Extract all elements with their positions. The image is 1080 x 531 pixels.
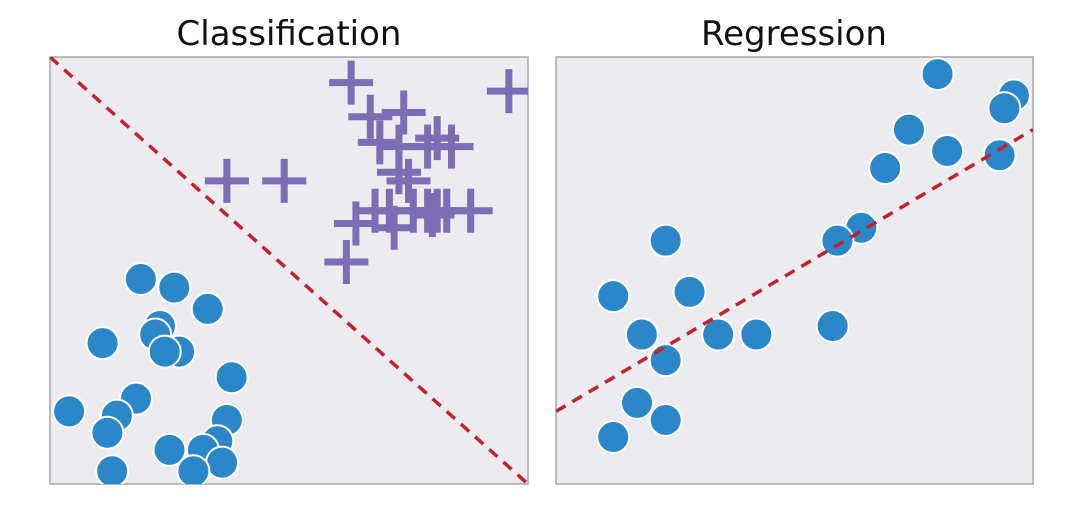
circle-point bbox=[815, 309, 850, 344]
plus-point bbox=[410, 192, 455, 237]
regression-title: Regression bbox=[701, 14, 887, 54]
circle-point bbox=[648, 223, 683, 258]
circle-point bbox=[891, 112, 926, 147]
decision-boundary-line bbox=[50, 57, 528, 484]
circle-point bbox=[739, 317, 774, 352]
circle-point bbox=[596, 279, 631, 314]
regression-panel: Regression bbox=[555, 14, 1034, 485]
circle-point bbox=[147, 334, 182, 369]
circle-point bbox=[920, 57, 955, 92]
plus-point bbox=[333, 201, 378, 246]
plus-point bbox=[324, 239, 369, 284]
plus-point bbox=[381, 90, 426, 135]
circle-point bbox=[868, 151, 903, 186]
circle-point bbox=[987, 91, 1022, 126]
plus-point bbox=[329, 60, 374, 105]
plus-point bbox=[376, 150, 421, 195]
circle-point bbox=[95, 454, 130, 484]
plus-point bbox=[204, 158, 249, 203]
circle-point bbox=[190, 291, 225, 326]
plot-area bbox=[555, 56, 1034, 485]
circle-point bbox=[52, 394, 87, 429]
circle-point bbox=[205, 445, 240, 480]
circle-point bbox=[672, 274, 707, 309]
circle-point bbox=[157, 270, 192, 305]
circle-point bbox=[214, 360, 249, 395]
classification-title: Classification bbox=[177, 14, 402, 54]
circle-point bbox=[648, 402, 683, 437]
circle-point bbox=[85, 326, 120, 361]
circle-point bbox=[90, 415, 125, 450]
circle-point bbox=[596, 420, 631, 455]
circle-point bbox=[152, 432, 187, 467]
circle-point bbox=[930, 133, 965, 168]
plus-point bbox=[448, 188, 493, 233]
circle-point bbox=[123, 262, 158, 297]
classification-panel: Classification bbox=[49, 14, 529, 485]
circle-point bbox=[820, 223, 855, 258]
plus-point bbox=[372, 205, 417, 250]
circle-point bbox=[701, 317, 736, 352]
circle-point bbox=[648, 343, 683, 378]
regression-trend-line bbox=[556, 128, 1033, 413]
plus-point bbox=[429, 124, 474, 169]
plus-point bbox=[262, 158, 307, 203]
circle-point bbox=[620, 385, 655, 420]
plus-point bbox=[386, 158, 431, 203]
circle-point bbox=[982, 138, 1017, 173]
plus-point bbox=[348, 94, 393, 139]
plus-point bbox=[357, 120, 402, 165]
circle-point bbox=[624, 317, 659, 352]
plus-point bbox=[486, 69, 528, 114]
circle-point bbox=[176, 454, 211, 484]
